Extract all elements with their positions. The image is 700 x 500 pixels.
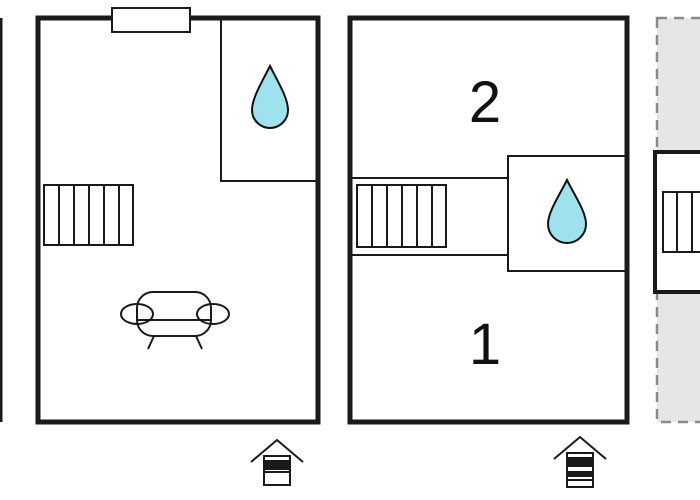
armchair-icon	[120, 291, 230, 350]
water-drop-icon	[546, 177, 588, 244]
bathroom-room	[220, 17, 319, 182]
bathroom-room	[507, 155, 628, 272]
floor-plan-ground	[35, 7, 321, 425]
stairs-icon	[662, 191, 700, 253]
entrance-house-icon	[553, 435, 607, 488]
neighbor-unit	[653, 16, 700, 424]
floor-plan-upper: 2 1	[347, 15, 630, 425]
water-drop-icon	[250, 63, 290, 129]
stairs-icon	[43, 184, 134, 246]
room-number-label: 2	[469, 70, 501, 135]
entrance-house-icon	[250, 438, 304, 486]
window	[111, 7, 191, 33]
room-number-label: 1	[469, 312, 501, 377]
stairs-icon	[356, 184, 447, 248]
